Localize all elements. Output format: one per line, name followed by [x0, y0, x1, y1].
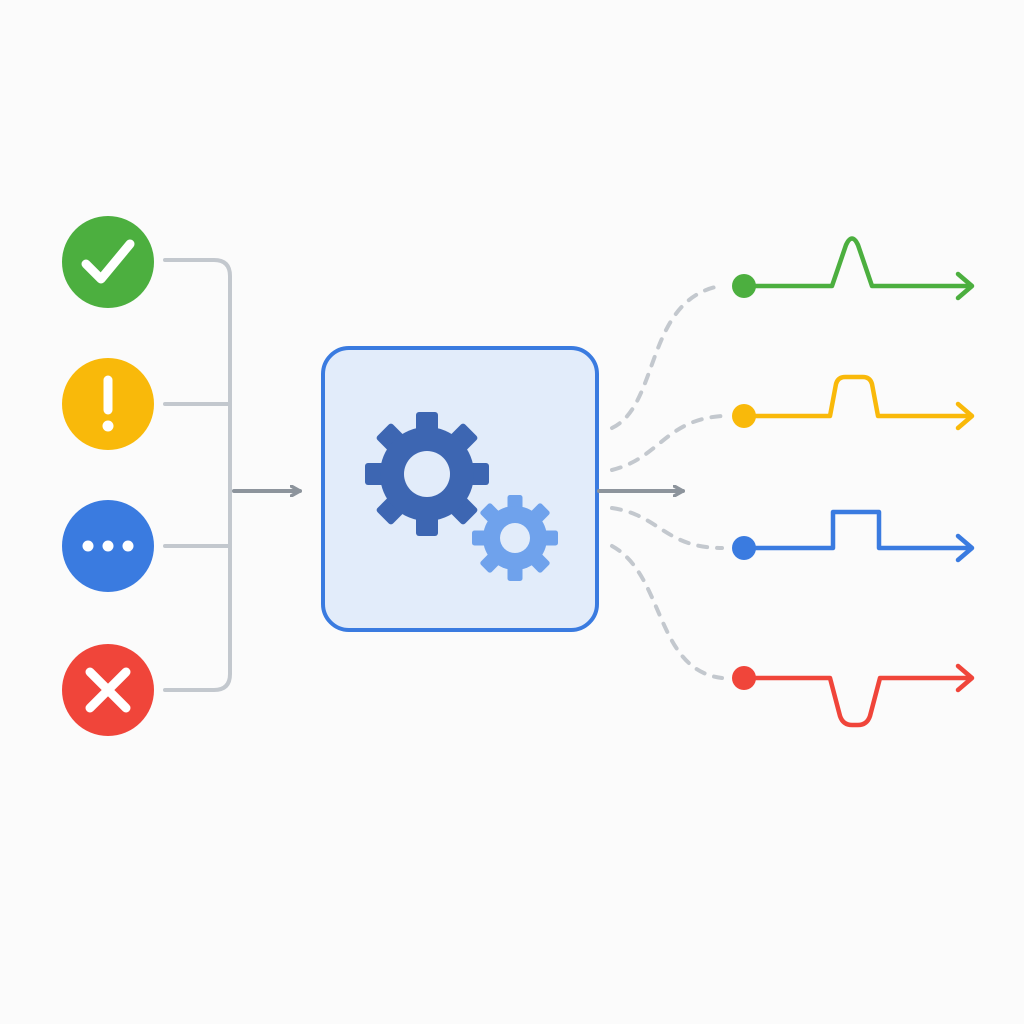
success-circle — [62, 216, 154, 308]
info-signal-dot — [732, 536, 756, 560]
output-fanout-connectors — [610, 284, 724, 680]
input-warning-status — [62, 358, 154, 450]
check-icon — [81, 239, 135, 284]
fanout-to-warning — [610, 414, 724, 472]
input-bracket-connector — [163, 258, 232, 692]
small-gear-icon — [472, 495, 558, 581]
close-icon — [85, 667, 131, 713]
processor-box — [321, 346, 599, 632]
warning-arrow-head — [955, 401, 975, 431]
warning-signal-dot — [732, 404, 756, 428]
ellipsis-icon — [82, 540, 134, 552]
input-success-status — [62, 216, 154, 308]
info-signal-waveform — [753, 509, 973, 551]
success-signal-waveform — [753, 236, 973, 289]
info-arrow-head — [955, 533, 975, 563]
output-success-signal — [732, 236, 975, 301]
fanout-to-error — [610, 544, 724, 680]
output-error-signal — [732, 663, 975, 728]
success-arrow-head — [955, 271, 975, 301]
error-arrow-head — [955, 663, 975, 693]
input-error-status — [62, 644, 154, 736]
output-warning-signal — [732, 374, 975, 431]
output-info-signal — [732, 509, 975, 563]
error-signal-waveform — [753, 675, 973, 728]
warning-signal-waveform — [753, 374, 973, 419]
success-signal-dot — [732, 274, 756, 298]
fanout-to-success — [610, 284, 722, 430]
exclamation-icon — [102, 375, 114, 432]
error-signal-dot — [732, 666, 756, 690]
fanout-to-info — [610, 506, 724, 550]
gears-icon — [365, 412, 558, 581]
large-gear-icon — [365, 412, 489, 536]
input-info-status — [62, 500, 154, 592]
